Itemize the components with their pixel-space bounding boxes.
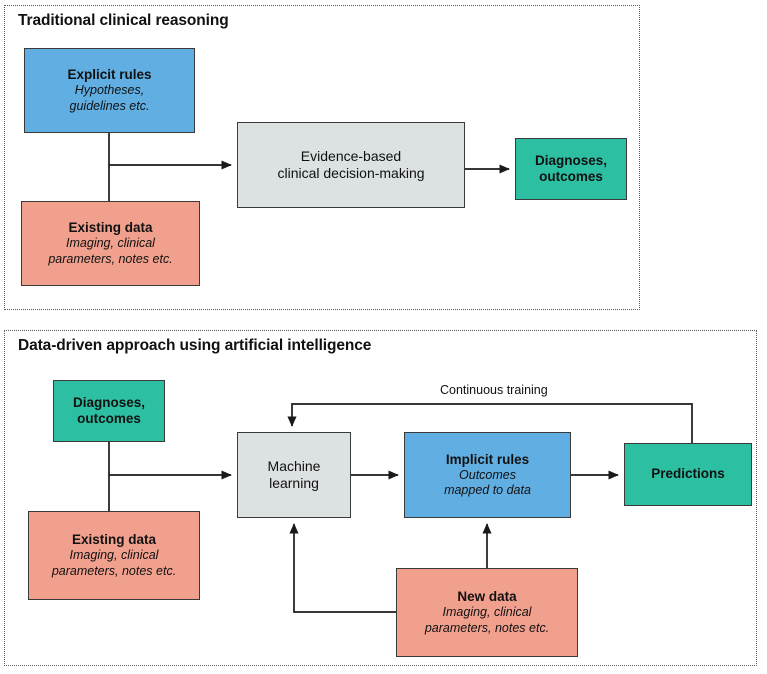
node-new-data: New data Imaging, clinical parameters, n…	[396, 568, 578, 657]
node-implicit-rules-subtitle-1: Outcomes	[459, 467, 516, 482]
node-implicit-rules-title: Implicit rules	[445, 451, 530, 467]
node-predictions-label: Predictions	[651, 466, 725, 482]
node-explicit-rules-title: Explicit rules	[67, 67, 152, 83]
node-diagnoses-ai-line-1: Diagnoses,	[72, 394, 146, 410]
node-machine-learning: Machine learning	[237, 432, 351, 518]
node-decision-making-line-2: clinical decision-making	[277, 165, 425, 181]
node-diagnoses-ai-line-2: outcomes	[77, 411, 141, 426]
node-existing-data-ai-subtitle-1: Imaging, clinical	[69, 548, 159, 563]
node-existing-data-ai: Existing data Imaging, clinical paramete…	[28, 511, 200, 600]
panel-title-ai: Data-driven approach using artificial in…	[18, 337, 372, 354]
node-new-data-subtitle-1: Imaging, clinical	[442, 605, 532, 620]
panel-traditional-clinical-reasoning	[4, 5, 640, 310]
node-predictions: Predictions	[624, 443, 752, 506]
node-explicit-rules-subtitle-2: guidelines etc.	[69, 98, 150, 113]
node-explicit-rules-subtitle-1: Hypotheses,	[74, 83, 145, 98]
node-existing-data-ai-subtitle-2: parameters, notes etc.	[51, 563, 177, 578]
node-existing-data-traditional-subtitle-1: Imaging, clinical	[66, 236, 155, 251]
node-existing-data-traditional-title: Existing data	[68, 220, 153, 236]
node-existing-data-traditional: Existing data Imaging, clinical paramete…	[21, 201, 200, 286]
edge-label-continuous-training: Continuous training	[440, 383, 548, 397]
panel-data-driven-ai	[4, 330, 757, 666]
node-diagnoses-outcomes-ai: Diagnoses, outcomes	[53, 380, 165, 442]
node-machine-learning-line-1: Machine	[267, 457, 321, 474]
node-implicit-rules-subtitle-2: mapped to data	[444, 483, 531, 498]
node-new-data-title: New data	[457, 589, 517, 605]
node-diagnoses-traditional-line-1: Diagnoses,	[534, 152, 608, 168]
node-explicit-rules: Explicit rules Hypotheses, guidelines et…	[24, 48, 195, 133]
node-implicit-rules: Implicit rules Outcomes mapped to data	[404, 432, 571, 518]
node-existing-data-traditional-subtitle-2: parameters, notes etc.	[48, 251, 173, 266]
node-new-data-subtitle-2: parameters, notes etc.	[424, 620, 550, 635]
node-machine-learning-line-2: learning	[269, 475, 319, 491]
node-diagnoses-outcomes-traditional: Diagnoses, outcomes	[515, 138, 627, 200]
node-diagnoses-traditional-line-2: outcomes	[539, 169, 603, 184]
panel-title-traditional: Traditional clinical reasoning	[18, 12, 229, 29]
node-decision-making-line-1: Evidence-based	[300, 147, 402, 164]
node-existing-data-ai-title: Existing data	[71, 532, 157, 548]
node-evidence-based-decision-making: Evidence-based clinical decision-making	[237, 122, 465, 208]
